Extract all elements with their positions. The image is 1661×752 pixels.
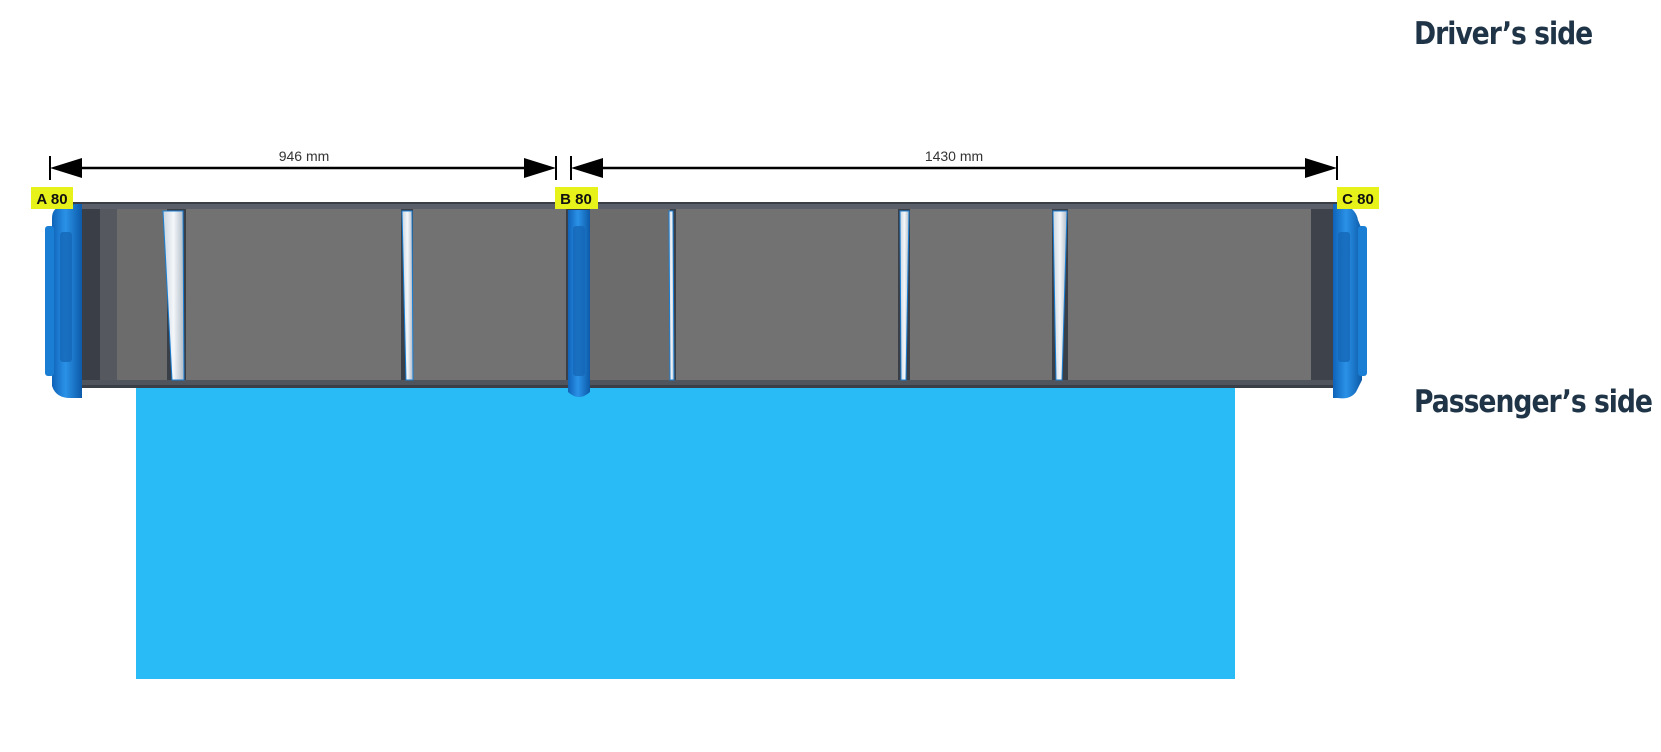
- divider: [162, 210, 185, 381]
- arrowhead-right: [524, 158, 556, 178]
- dimension-a-b: 946 mm: [49, 148, 557, 180]
- panel: [676, 209, 898, 380]
- arrowhead-right: [1305, 158, 1337, 178]
- divider: [899, 210, 910, 381]
- arrowhead-left: [571, 158, 603, 178]
- panel: [1311, 209, 1333, 380]
- drivers-side-label: Driver’s side: [1414, 16, 1593, 52]
- support-tag-b-label: B 80: [560, 191, 592, 208]
- panel: [100, 209, 117, 380]
- support-tag-b: B 80: [555, 187, 598, 209]
- support-b[interactable]: [568, 210, 590, 397]
- divider: [401, 210, 414, 381]
- support-tag-a: A 80: [31, 187, 73, 209]
- support-tag-c-label: C 80: [1342, 191, 1374, 208]
- panel: [1068, 209, 1311, 380]
- support-a[interactable]: [45, 204, 82, 398]
- dimension-b-c-label: 1430 mm: [925, 148, 983, 164]
- rack-panels: [100, 209, 1333, 380]
- floor-area: [136, 384, 1235, 679]
- support-tag-c: C 80: [1337, 187, 1379, 209]
- arrowhead-left: [50, 158, 82, 178]
- support-tag-a-label: A 80: [36, 191, 67, 208]
- panel: [910, 209, 1052, 380]
- dimension-b-c: 1430 mm: [570, 148, 1338, 180]
- passengers-side-label: Passenger’s side: [1414, 384, 1653, 420]
- panel: [186, 209, 401, 380]
- panel: [117, 209, 167, 380]
- divider: [1052, 210, 1068, 381]
- divider: [668, 210, 675, 381]
- panel: [413, 209, 566, 380]
- panel: [590, 209, 670, 380]
- support-c[interactable]: [1333, 204, 1367, 399]
- panel-dividers: [162, 210, 1068, 381]
- dimension-a-b-label: 946 mm: [279, 148, 330, 164]
